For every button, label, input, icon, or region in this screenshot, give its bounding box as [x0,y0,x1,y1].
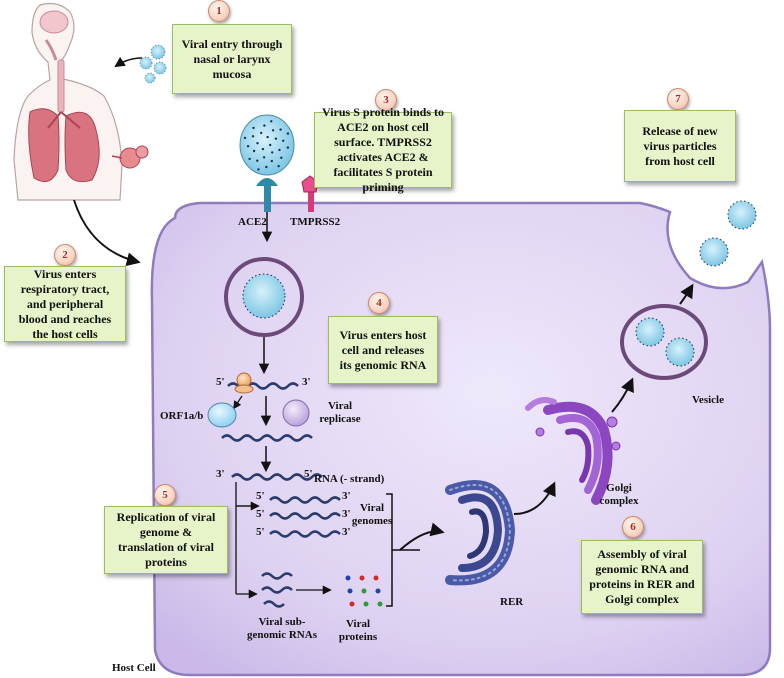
virus-surface-dot [271,129,275,132]
label-golgi-complex: Golgi complex [599,482,639,507]
step-badge-7: 7 [667,88,689,110]
virus-surface-dot [286,132,290,135]
endosome [224,257,304,337]
arrow-release [679,283,694,305]
virus-surface-dot [280,156,283,159]
step-badge-4: 4 [368,292,390,314]
step-note-1: Viral entry through nasal or larynx muco… [172,24,292,94]
step-note-3: Virus S protein binds to ACE2 on host ce… [314,105,452,194]
virus-surface-dot [277,164,280,168]
label-genome2-3prime: 3' [342,508,351,520]
step-note-6: Assembly of viral genomic RNA and protei… [581,540,703,614]
label-rna-negative-strand: RNA (- strand) [314,473,385,485]
virus-surface-dot [271,151,274,154]
step-note-5: Replication of viral genome & translatio… [104,506,228,574]
bracket [386,493,420,607]
virus-surface-dot [260,131,263,135]
label-vesicle: Vesicle [692,394,724,406]
label-neg-5prime: 5' [304,468,313,480]
golgi-complex [525,397,621,505]
viral-replicase [282,399,310,427]
step-note-2: Virus enters respiratory tract, and peri… [4,266,126,342]
arrow-to-rer [399,522,445,551]
label-tmprss2: TMPRSS2 [290,216,341,228]
virus-surface-dot [279,128,282,131]
arrow-to-vesicle [611,377,634,413]
transport-vesicle [620,304,708,380]
label-genome2-5prime: 5' [256,508,265,520]
label-viral-proteins: Viral proteins [338,618,378,643]
virus-surface-dot [262,156,266,159]
step-badge-1: 1 [208,0,230,22]
step-badge-3: 3 [375,89,397,111]
viral-protein-dots [345,575,383,607]
virus-surface-dot [256,159,259,162]
virus-surface-dot [270,159,273,163]
label-genome3-5prime: 5' [256,526,265,538]
virus-surface-dot [252,149,256,153]
genomic-rna [227,372,299,394]
label-viral-replicase: Viral replicase [319,400,361,425]
label-neg-3prime: 3' [216,468,225,480]
rna-negative-strand [231,473,323,481]
step-badge-2: 2 [54,244,76,266]
rna-intermediate [221,434,313,442]
arrow-to-cell [73,199,141,267]
virus-surface-dot [269,143,272,147]
virus-surface-dot [256,142,259,145]
virus-surface-dot [257,168,260,171]
virus-surface-dot [261,147,265,151]
arrow-to-golgi [513,481,556,515]
viral-genomes [269,496,341,538]
virus-surface-dot [265,165,268,169]
virus-surface-dot [243,136,247,140]
arrow-entry [114,56,143,68]
step-badge-5: 5 [154,484,176,506]
label-genome1-3prime: 3' [342,490,351,502]
label-orf1ab: ORF1a/b [160,410,204,422]
virus-surface-dot [278,148,281,152]
rough-endoplasmic-reticulum [445,480,516,586]
label-ace2: ACE2 [238,216,267,228]
arrow-translation [233,395,243,410]
label-subgenomic-rnas: Viral sub-genomic RNAs [247,616,317,641]
virus-surface-dot [286,146,290,149]
step-badge-6: 6 [622,516,644,538]
virus-surface-dot [248,157,251,161]
label-genomic-5prime: 5' [216,376,225,388]
released-virions [699,200,757,267]
subgenomic-rnas [261,572,293,608]
virus-particle [239,114,295,176]
virus-surface-dot [263,124,266,127]
human-respiratory-illustration [13,2,149,201]
label-rer: RER [500,596,524,608]
virus-surface-dot [270,120,273,123]
step-note-7: Release of new virus particles from host… [624,110,736,182]
ace2-receptor [256,178,278,212]
orf1ab-protein [207,402,237,428]
label-genomic-3prime: 3' [302,376,311,388]
virus-surface-dot [282,139,285,142]
virus-surface-dot [246,145,250,148]
label-genome1-5prime: 5' [256,490,265,502]
virus-surface-dot [252,126,255,130]
virus-surface-dot [266,135,269,139]
inhaled-virus-particles [139,44,167,84]
virus-surface-dot [274,137,278,140]
label-viral-genomes: Viral genomes [351,502,393,527]
virus-surface-dot [251,135,255,138]
label-host-cell: Host Cell [112,662,156,674]
label-genome3-3prime: 3' [342,526,351,538]
step-note-4: Virus enters host cell and releases its … [328,316,438,384]
